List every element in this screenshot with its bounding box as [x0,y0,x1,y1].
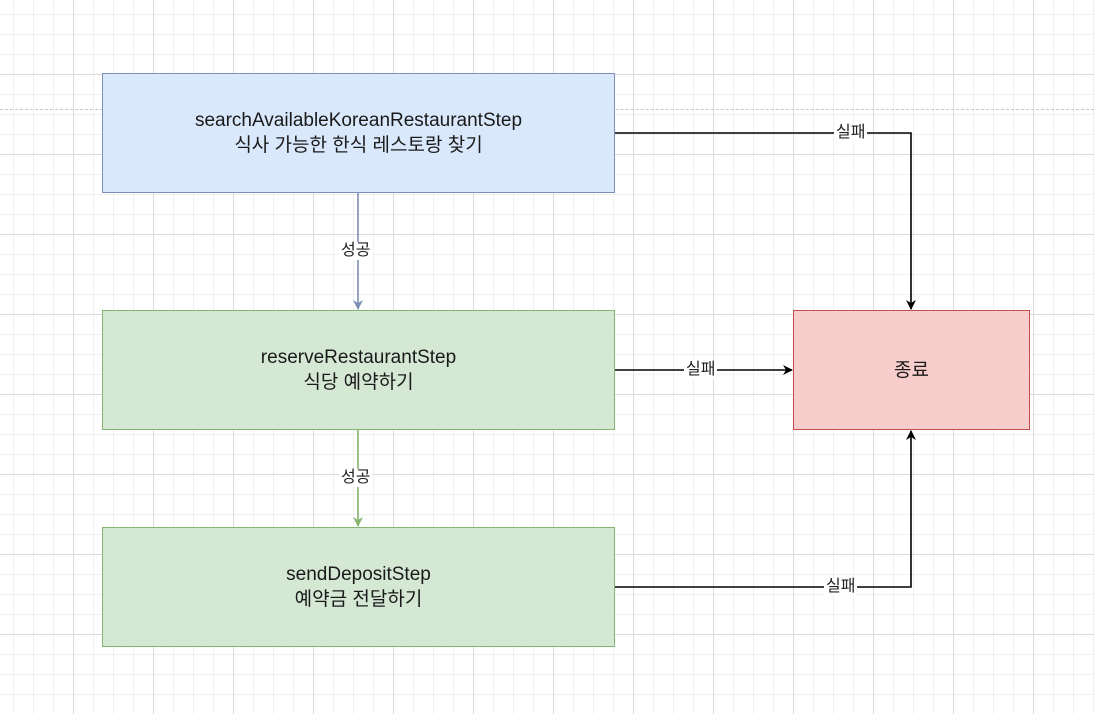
edge-label-reserve-fail: 실패 [684,361,718,379]
node-end[interactable]: 종료 [793,310,1030,430]
node-end-label: 종료 [894,359,929,381]
node-reserve-subtitle: 식당 예약하기 [303,372,414,393]
edge-label-search-success: 성공 [339,242,373,260]
edge-label-reserve-success: 성공 [339,469,373,487]
node-search-title: searchAvailableKoreanRestaurantStep [194,110,523,131]
edge-deposit-to-end[interactable] [615,430,916,588]
edge-label-deposit-fail: 실패 [824,578,858,596]
edge-label-search-fail: 실패 [834,124,868,142]
node-send-deposit[interactable]: sendDepositStep 예약금 전달하기 [102,527,615,647]
node-reserve-restaurant[interactable]: reserveRestaurantStep 식당 예약하기 [102,310,615,430]
edge-search-to-end[interactable] [615,132,916,310]
node-search-subtitle: 식사 가능한 한식 레스토랑 찾기 [234,135,483,156]
node-reserve-title: reserveRestaurantStep [260,347,457,368]
node-deposit-subtitle: 예약금 전달하기 [294,589,423,610]
node-deposit-title: sendDepositStep [286,564,431,585]
node-search-korean-restaurant[interactable]: searchAvailableKoreanRestaurantStep 식사 가… [102,73,615,193]
